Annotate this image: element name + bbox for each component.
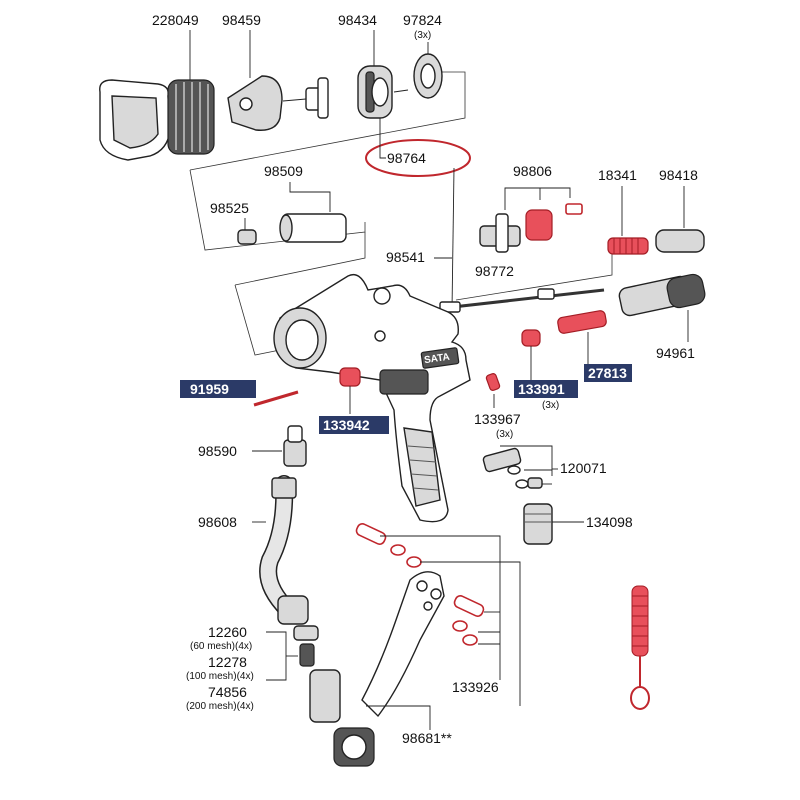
label-134098: 134098 xyxy=(586,514,633,530)
label-74856: 74856 xyxy=(208,684,247,700)
label-133942: 133942 xyxy=(323,417,370,433)
part-133991: 133991 (3x) xyxy=(514,329,578,411)
part-97824 xyxy=(413,53,443,99)
part-98525 xyxy=(237,229,257,245)
part-98434-nozzle xyxy=(305,65,393,119)
part-98509 xyxy=(279,213,347,243)
part-94961 xyxy=(618,273,706,317)
label-74856-mesh: (200 mesh)(4x) xyxy=(186,701,254,712)
frame-body-left xyxy=(234,284,281,356)
label-12260: 12260 xyxy=(208,624,247,640)
label-98764: 98764 xyxy=(387,150,426,166)
label-18341: 18341 xyxy=(598,167,637,183)
label-98418: 98418 xyxy=(659,167,698,183)
label-12278-mesh: (100 mesh)(4x) xyxy=(186,671,254,682)
brand-mark: SATA xyxy=(423,352,450,366)
part-133942: 133942 xyxy=(319,367,389,434)
label-98509: 98509 xyxy=(264,163,303,179)
label-98590: 98590 xyxy=(198,443,237,459)
part-98418 xyxy=(655,229,705,253)
part-98590 xyxy=(283,425,307,467)
part-trigger-pins xyxy=(355,523,485,646)
part-98806 xyxy=(479,203,583,253)
air-cap-228049 xyxy=(99,79,215,161)
label-91959: 91959 xyxy=(190,381,229,397)
label-12278: 12278 xyxy=(208,654,247,670)
part-98681-trigger xyxy=(361,571,445,718)
part-134098 xyxy=(523,503,553,545)
label-98541: 98541 xyxy=(386,249,425,265)
frame-body-top xyxy=(234,232,366,286)
part-18341-spring xyxy=(607,237,649,255)
label-98681: 98681** xyxy=(402,730,452,746)
label-12260-mesh: (60 mesh)(4x) xyxy=(190,641,252,652)
label-98459: 98459 xyxy=(222,12,261,28)
label-27813: 27813 xyxy=(588,365,627,381)
label-98434: 98434 xyxy=(338,12,377,28)
part-27813-spring xyxy=(557,310,607,334)
part-98459 xyxy=(227,75,283,131)
label-98772: 98772 xyxy=(475,263,514,279)
label-120071: 120071 xyxy=(560,460,607,476)
label-97824: 97824 xyxy=(403,12,442,28)
label-133967-qty: (3x) xyxy=(496,429,513,440)
label-133967: 133967 xyxy=(474,411,521,427)
frame-nozzle-set xyxy=(189,71,466,171)
part-98608-hose xyxy=(259,475,309,625)
part-120071-set xyxy=(482,447,543,489)
highlight-circle-98764 xyxy=(365,139,471,177)
label-94961: 94961 xyxy=(656,345,695,361)
label-98806: 98806 xyxy=(513,163,552,179)
part-filter xyxy=(293,625,375,767)
label-133991: 133991 xyxy=(518,381,565,397)
label-97824-qty: (3x) xyxy=(414,30,431,41)
label-133926: 133926 xyxy=(452,679,499,695)
frame-right xyxy=(455,253,613,301)
gun-body: SATA xyxy=(273,273,471,523)
label-133991-qty: (3x) xyxy=(542,400,559,411)
cleaning-brush-icon xyxy=(630,585,650,710)
label-98608: 98608 xyxy=(198,514,237,530)
label-228049: 228049 xyxy=(152,12,199,28)
label-98525: 98525 xyxy=(210,200,249,216)
part-91959: 91959 xyxy=(180,380,299,407)
part-98772-needle xyxy=(439,288,605,313)
part-133967 xyxy=(485,373,501,408)
